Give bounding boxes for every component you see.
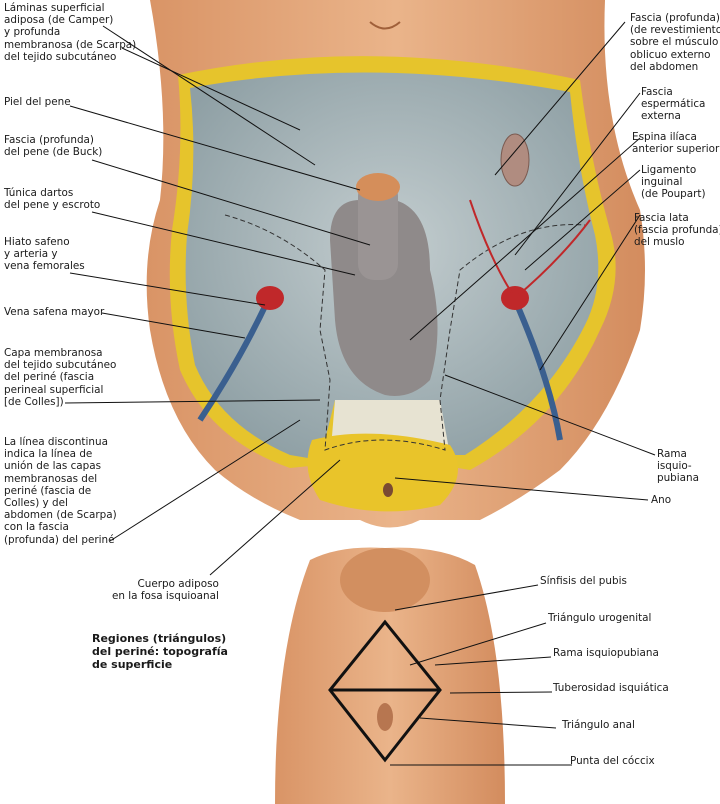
inset-diamond xyxy=(328,619,442,763)
inset-body xyxy=(275,547,505,804)
label-vena-safena: Vena safena mayor xyxy=(4,306,105,318)
label-triangulo-urogenital: Triángulo urogenital xyxy=(548,612,652,624)
dashed-junction-line xyxy=(224,214,586,451)
scrotum xyxy=(330,200,438,396)
label-coccix: Punta del cóccix xyxy=(570,755,655,767)
label-fascia-espermatica: Fascia espermática externa xyxy=(641,86,706,123)
great-saphenous-vein-left xyxy=(197,298,271,422)
glans xyxy=(356,173,400,201)
label-camper-scarpa: Láminas superficial adiposa (de Camper) … xyxy=(4,2,137,63)
label-rama-isquiopubiana-upper: Rama isquio- pubiana xyxy=(657,448,699,485)
inset-leader-lines xyxy=(390,584,572,766)
inset-title: Regiones (triángulos) del periné: topogr… xyxy=(92,632,228,671)
label-ano: Ano xyxy=(651,494,672,506)
label-piel-pene: Piel del pene xyxy=(4,96,71,108)
label-tuberosidad: Tuberosidad isquiática xyxy=(553,682,669,694)
label-ligamento-inguinal: Ligamento inguinal (de Poupart) xyxy=(641,164,706,201)
inset-scrotum xyxy=(340,548,430,612)
label-fascia-buck: Fascia (profunda) del pene (de Buck) xyxy=(4,134,103,159)
label-fascia-oblicuo: Fascia (profunda) (de revestimiento) sob… xyxy=(630,12,720,73)
anus xyxy=(383,483,393,497)
femoral-vessels-left xyxy=(256,286,284,310)
label-hiato-safeno: Hiato safeno y arteria y vena femorales xyxy=(4,236,85,273)
external-spermatic-opening xyxy=(500,133,530,187)
leader-lines xyxy=(64,21,656,576)
label-tunica-dartos: Túnica dartos del pene y escroto xyxy=(4,187,101,212)
label-cuerpo-adiposo: Cuerpo adiposo en la fosa isquioanal xyxy=(112,578,219,603)
label-triangulo-anal: Triángulo anal xyxy=(562,719,635,731)
label-rama-isquiopubiana: Rama isquiopubiana xyxy=(553,647,659,659)
label-linea-discontinua: La línea discontinua indica la línea de … xyxy=(4,436,117,546)
umbilicus xyxy=(369,21,401,30)
label-fascia-lata: Fascia lata (fascia profunda) del muslo xyxy=(634,212,720,249)
label-sinfisis: Sínfisis del pubis xyxy=(540,575,627,587)
penis xyxy=(358,180,398,280)
label-capa-membranosa: Capa membranosa del tejido subcutáneo de… xyxy=(4,347,117,408)
label-espina-iliaca: Espina ilíaca anterior superior xyxy=(632,131,720,156)
inset-anus xyxy=(377,703,393,731)
great-saphenous-vein-right xyxy=(512,298,563,441)
ischioanal-fat xyxy=(307,433,458,512)
